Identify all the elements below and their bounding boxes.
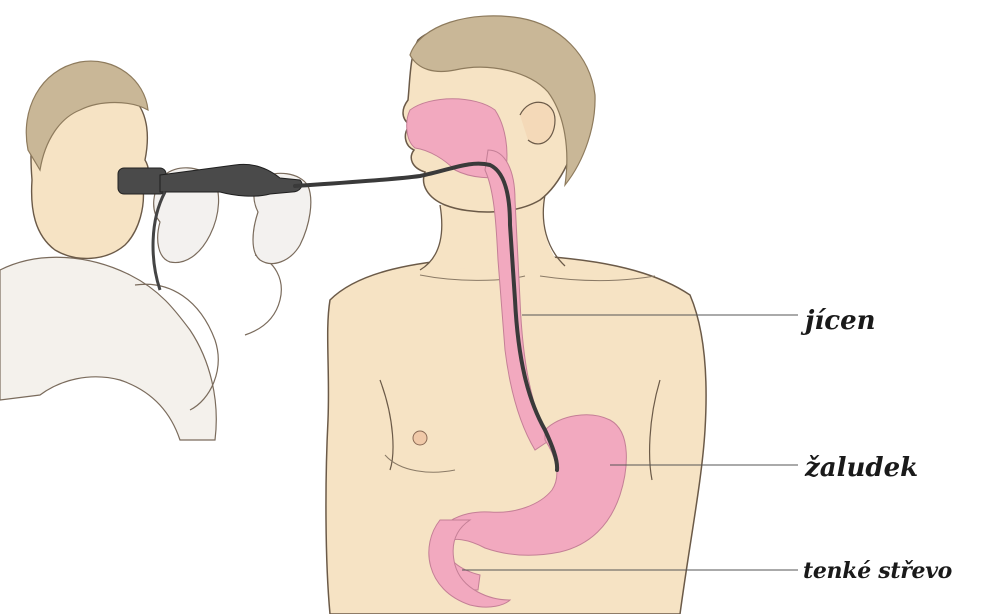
label-esophagus: jícen — [805, 308, 876, 334]
label-stomach: žaludek — [805, 455, 918, 481]
doctor — [0, 61, 311, 440]
scope-eyepiece — [118, 168, 166, 194]
doctor-coat — [0, 257, 216, 440]
label-small-intestine: tenké střevo — [803, 560, 952, 582]
